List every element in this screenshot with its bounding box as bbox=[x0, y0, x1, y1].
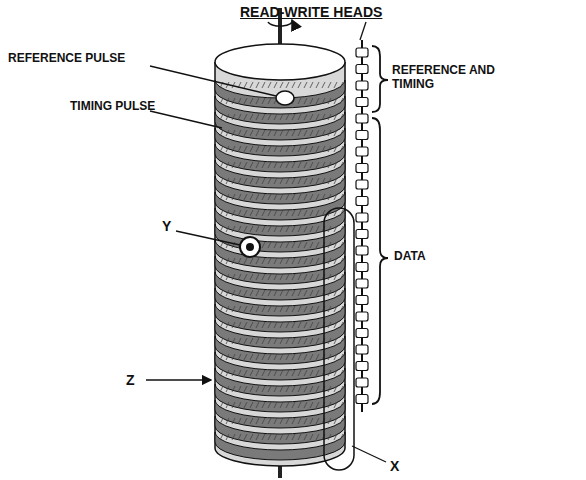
part-label: TIMING PULSE bbox=[70, 100, 155, 114]
track-texture bbox=[220, 178, 343, 184]
drum-track bbox=[215, 80, 345, 108]
data-spot bbox=[246, 243, 254, 251]
drum-track bbox=[215, 256, 345, 284]
read-write-head bbox=[356, 378, 368, 387]
read-write-head bbox=[356, 48, 368, 57]
drum-track bbox=[215, 272, 345, 300]
drum-track bbox=[215, 304, 345, 332]
drum-track bbox=[215, 160, 345, 188]
read-write-head bbox=[356, 296, 368, 305]
leader-line bbox=[176, 231, 240, 245]
read-write-head bbox=[356, 180, 368, 189]
read-write-head bbox=[356, 213, 368, 222]
read-write-head bbox=[356, 395, 368, 404]
read-write-head bbox=[356, 230, 368, 239]
track-texture bbox=[220, 114, 343, 120]
drum-track bbox=[215, 416, 345, 444]
track-texture bbox=[220, 146, 343, 152]
track-texture bbox=[220, 194, 343, 200]
read-write-head bbox=[356, 131, 368, 140]
drum-track bbox=[215, 352, 345, 380]
read-write-heads bbox=[356, 48, 368, 404]
read-write-head bbox=[356, 65, 368, 74]
drum-track bbox=[215, 368, 345, 396]
read-write-head bbox=[356, 246, 368, 255]
drum-top bbox=[215, 44, 345, 80]
leader-line bbox=[360, 22, 366, 40]
drum-track bbox=[215, 144, 345, 172]
read-write-head bbox=[356, 279, 368, 288]
drum-track bbox=[215, 400, 345, 428]
read-write-head bbox=[356, 114, 368, 123]
read-write-head bbox=[356, 345, 368, 354]
read-write-head bbox=[356, 312, 368, 321]
leader-line bbox=[352, 446, 386, 462]
part-label: X bbox=[390, 458, 399, 474]
drum-track bbox=[215, 432, 345, 460]
track-texture bbox=[220, 162, 343, 168]
head-bar bbox=[361, 40, 363, 412]
drum-track bbox=[215, 336, 345, 364]
part-label: REFERENCE AND TIMING bbox=[392, 64, 502, 92]
read-write-head bbox=[356, 329, 368, 338]
read-write-head bbox=[356, 197, 368, 206]
bracket bbox=[372, 118, 388, 404]
rotation-arrow bbox=[268, 20, 292, 26]
part-label: REFERENCE PULSE bbox=[8, 52, 125, 66]
part-label: Z bbox=[126, 372, 135, 388]
read-write-head bbox=[356, 147, 368, 156]
read-write-head bbox=[356, 263, 368, 272]
read-write-head bbox=[356, 81, 368, 90]
drum-track bbox=[215, 224, 345, 252]
drum-track bbox=[215, 208, 345, 236]
track-texture bbox=[220, 210, 343, 216]
read-write-head bbox=[356, 164, 368, 173]
track-texture bbox=[220, 130, 343, 136]
leader-line bbox=[146, 379, 211, 380]
data-spot bbox=[240, 237, 260, 257]
reference-pulse-mark bbox=[276, 91, 294, 105]
read-write-head bbox=[356, 362, 368, 371]
drum-track bbox=[215, 176, 345, 204]
drum-track bbox=[215, 320, 345, 348]
leader-line bbox=[150, 111, 222, 128]
drum-tracks bbox=[215, 80, 345, 460]
part-label: Y bbox=[162, 218, 171, 234]
part-label: DATA bbox=[394, 250, 426, 264]
drum-body bbox=[215, 62, 345, 466]
track-loop bbox=[324, 208, 354, 470]
read-write-head bbox=[356, 98, 368, 107]
drum-track bbox=[215, 384, 345, 412]
leader-line bbox=[150, 66, 276, 96]
drum-track bbox=[215, 112, 345, 140]
part-label: READ-WRITE HEADS bbox=[240, 4, 382, 20]
drum-track bbox=[215, 288, 345, 316]
bracket bbox=[372, 46, 388, 112]
drum-track bbox=[215, 128, 345, 156]
